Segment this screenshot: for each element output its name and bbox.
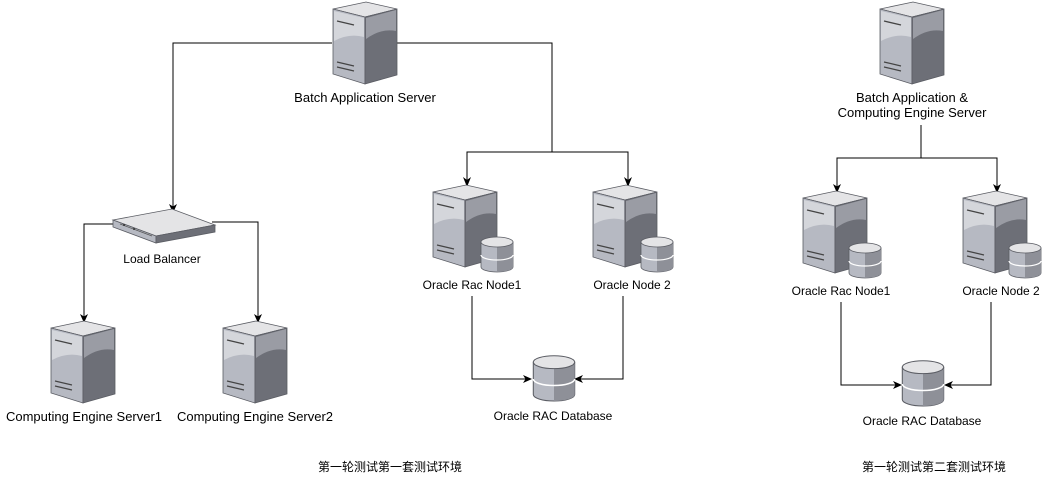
rac2-node1-db-icon	[848, 242, 882, 279]
edge-batch2-to-node2	[921, 157, 1001, 193]
batch2-server-icon	[879, 1, 945, 85]
setup1-caption: 第一轮测试第一套测试环境	[317, 460, 463, 474]
compute-server2-icon	[222, 320, 288, 404]
compute-server1-label: Computing Engine Server1	[5, 409, 163, 424]
edge-lb-to-compute1	[80, 223, 114, 323]
compute-server1-icon	[50, 320, 116, 404]
rac-database-label: Oracle RAC Database	[493, 409, 613, 423]
setup2-caption: 第一轮测试第二套测试环境	[861, 460, 1007, 474]
setup2-connectors	[833, 125, 1001, 389]
batch-server-label: Batch Application Server	[294, 90, 436, 105]
rac-node1-label: Oracle Rac Node1	[422, 278, 522, 292]
edge-batch2-split	[833, 125, 922, 193]
edge2-node1-to-db	[840, 302, 902, 389]
rac2-node1-label: Oracle Rac Node1	[791, 284, 891, 298]
rac2-node2-db-icon	[1008, 242, 1042, 279]
rac-database-icon	[532, 354, 576, 402]
edge-batch-to-rac	[397, 42, 553, 152]
compute-server2-label: Computing Engine Server2	[176, 409, 334, 424]
batch2-server-label-line2: Computing Engine Server	[837, 105, 987, 120]
rac2-node2-label: Oracle Node 2	[962, 284, 1040, 298]
edge-node2-to-db	[574, 296, 624, 383]
load-balancer-icon	[112, 208, 216, 244]
batch-server-icon	[332, 1, 398, 85]
setup1-arrowheads	[463, 177, 632, 187]
rac2-database-label: Oracle RAC Database	[862, 414, 982, 428]
rac-node2-db-icon	[640, 236, 674, 273]
edge-lb-to-compute2	[212, 221, 262, 323]
edge-rac-split	[466, 151, 629, 187]
batch2-server-label-line1: Batch Application &	[855, 90, 969, 105]
rac-node2-label: Oracle Node 2	[593, 278, 671, 292]
rac2-database-icon	[901, 359, 945, 407]
setup1-connectors	[80, 42, 629, 383]
load-balancer-label: Load Balancer	[123, 252, 201, 266]
edge-batch-to-loadbalancer	[169, 42, 332, 213]
edge2-node2-to-db	[944, 302, 992, 389]
rac-node1-db-icon	[480, 236, 514, 273]
edge-node1-to-db	[471, 296, 532, 383]
